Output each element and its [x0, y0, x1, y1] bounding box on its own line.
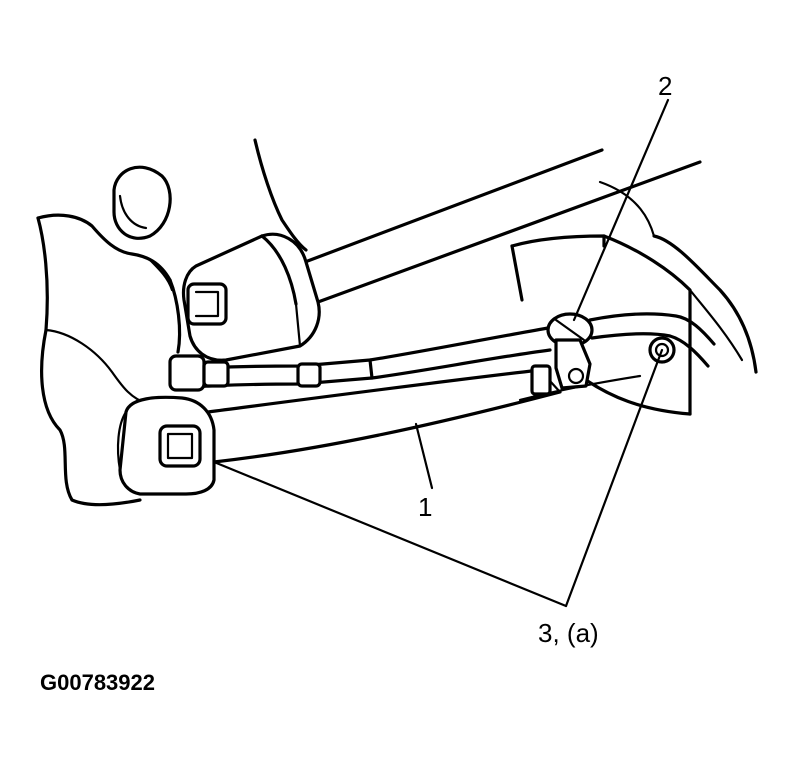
arm-end-eye	[116, 395, 216, 496]
upper-shaft	[301, 148, 702, 304]
hose-pipe	[168, 312, 716, 392]
dome-cap	[112, 165, 172, 240]
callout-2: 2	[658, 71, 673, 101]
callout-3a: 3, (a)	[538, 618, 599, 648]
callout-1: 1	[418, 492, 433, 522]
figure-id: G00783922	[40, 670, 155, 695]
gear-housing	[181, 232, 321, 362]
leader-line-3a	[212, 460, 568, 608]
leader-line-1	[414, 422, 434, 490]
leader-line-2	[572, 98, 670, 322]
clamp-bolt	[530, 336, 676, 396]
chassis-outline	[36, 138, 308, 507]
leader-lines	[212, 98, 670, 608]
mounting-bracket	[510, 180, 758, 416]
leader-line-3b	[564, 348, 664, 608]
